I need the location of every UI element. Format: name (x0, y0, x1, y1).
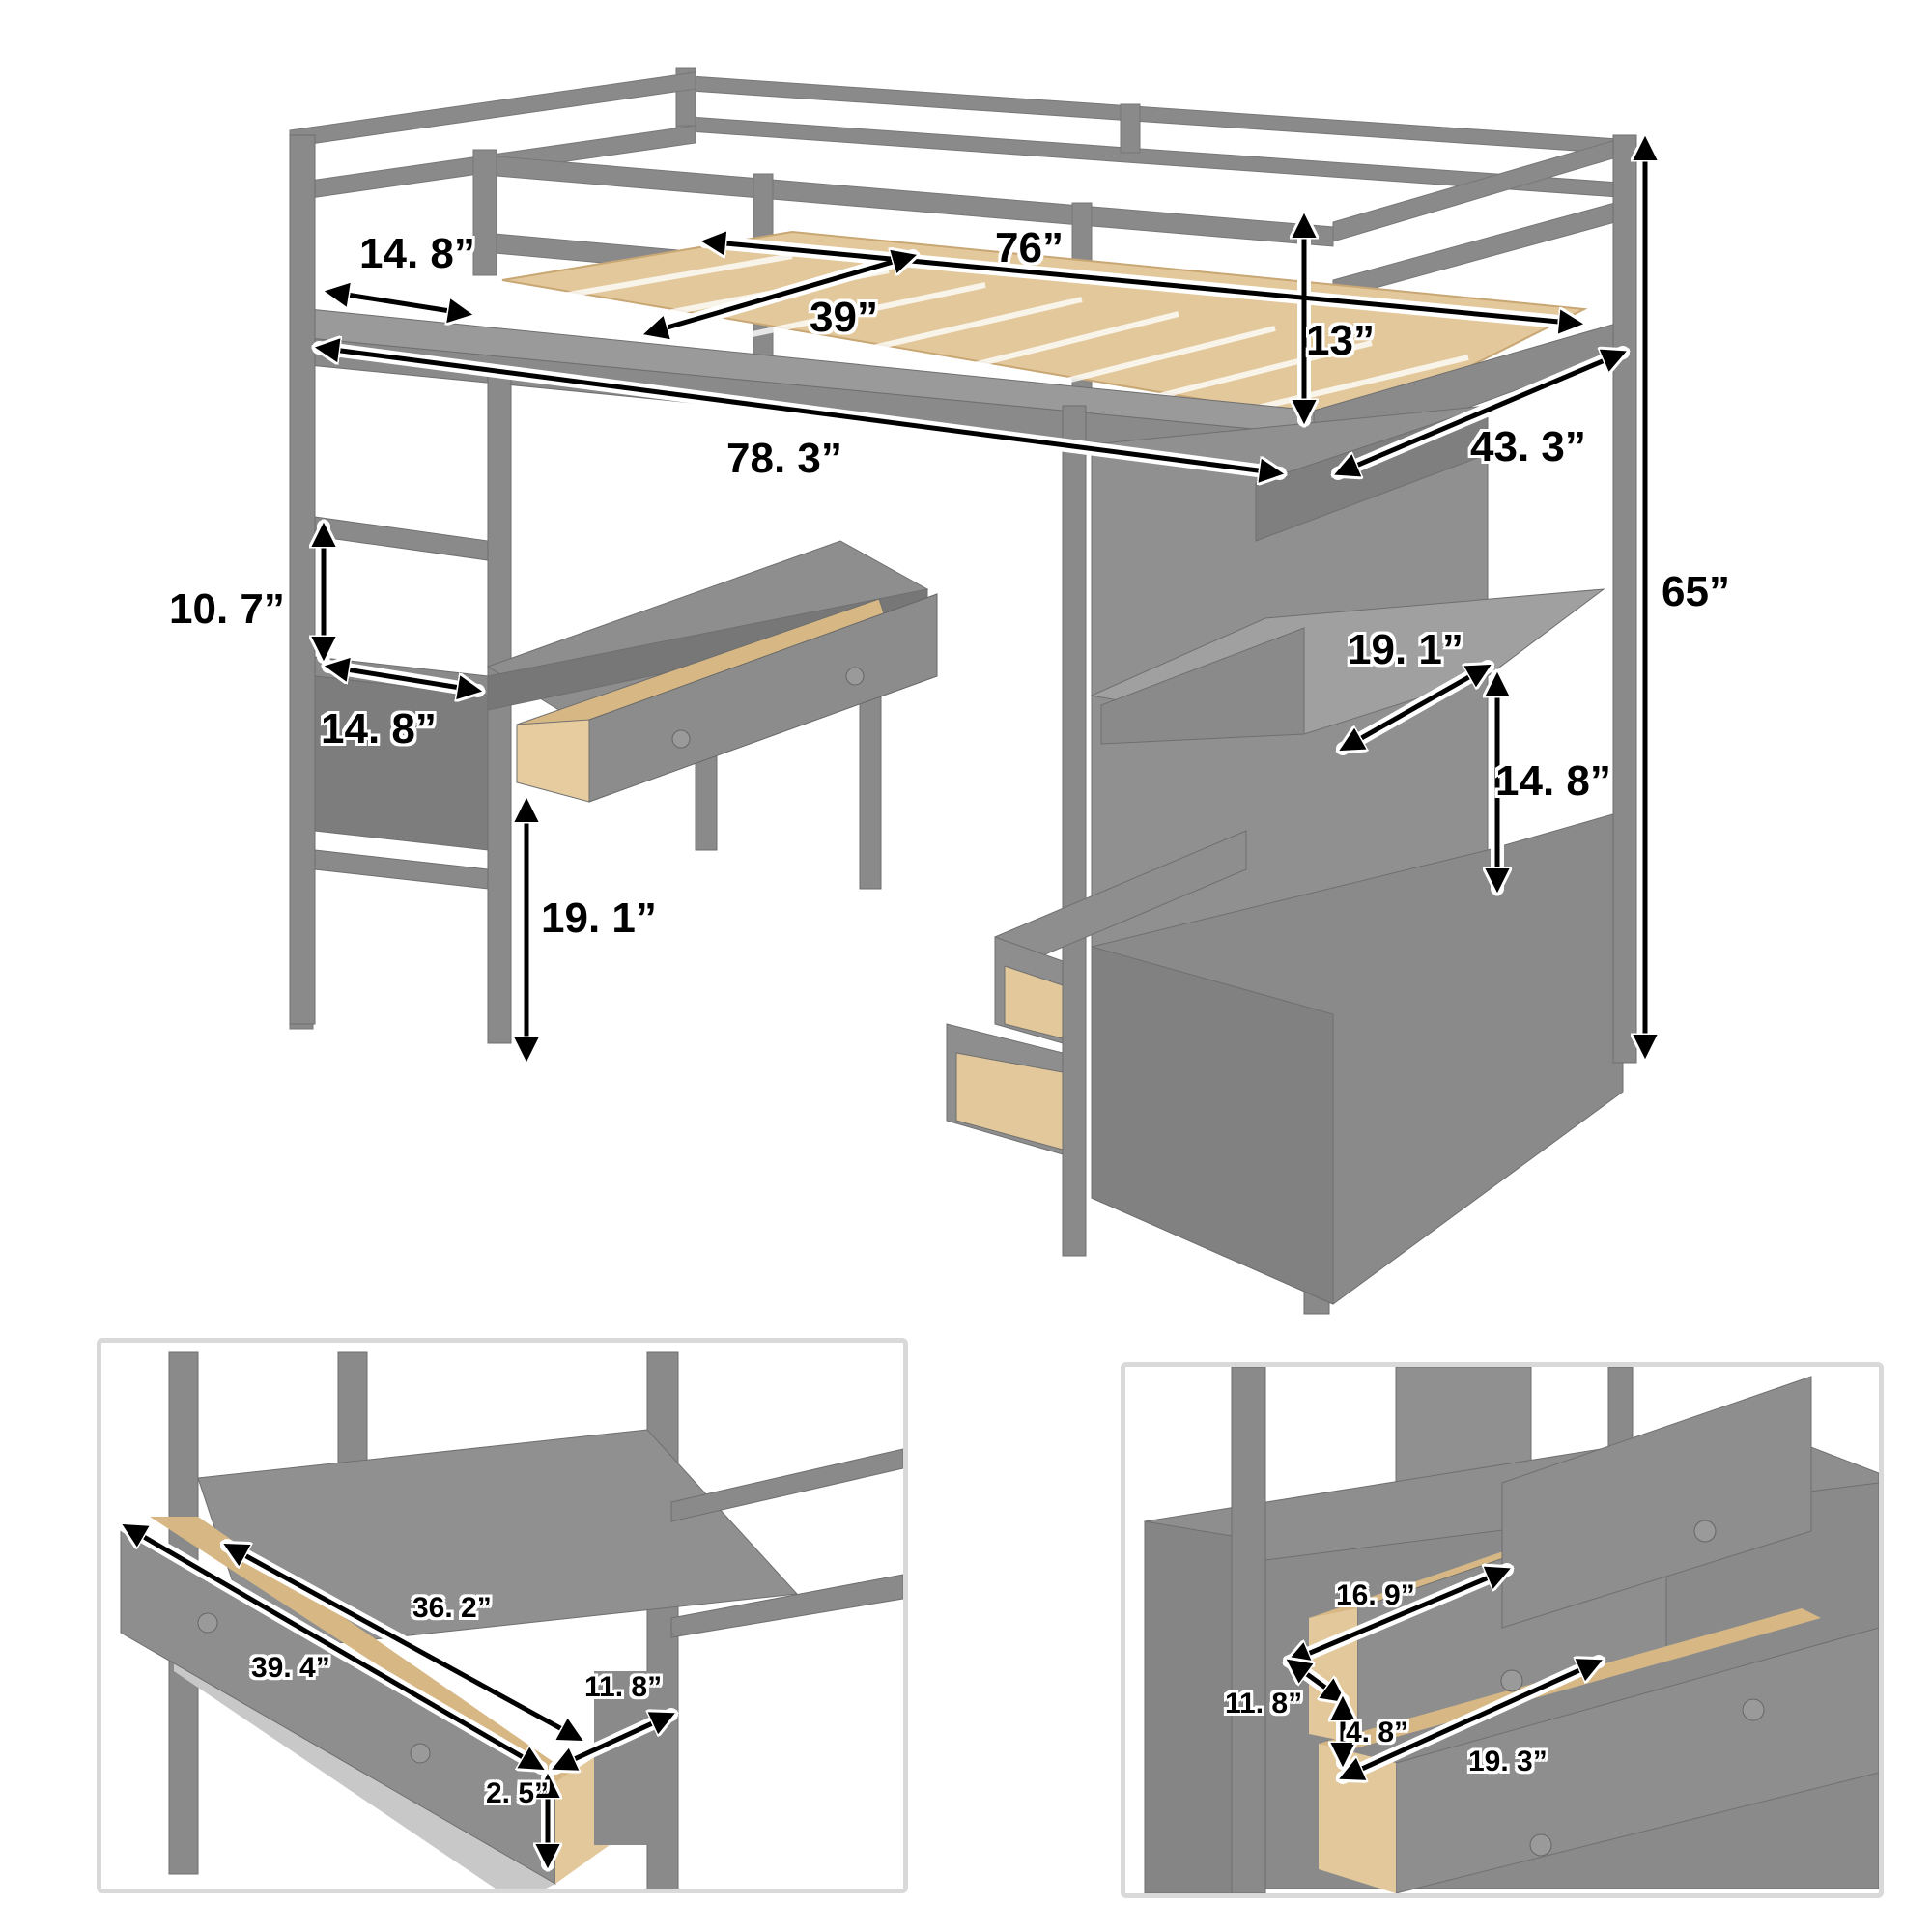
dimension-label-drawer-height: 2. 5” (486, 1777, 550, 1809)
inset-storage-drawers-detail: 16. 9” 11. 8” 4. 8” 19. 3” (1121, 1362, 1884, 1898)
dimension-label-drawer-inner-length: 36. 2” (412, 1592, 492, 1624)
dimension-label-drawer-depth: 11. 8” (584, 1671, 663, 1703)
dimension-label-shelf-height: 14. 8” (1495, 757, 1611, 805)
dimension-label-ladder-step-spacing: 10. 7” (169, 585, 285, 633)
dimension-label-drawer-outer-length: 39. 4” (251, 1652, 330, 1684)
dimension-label-shelf-depth: 19. 1” (1348, 626, 1463, 673)
dimension-label-slat-width: 39” (810, 294, 878, 341)
dimension-label-top-left-depth: 14. 8” (359, 230, 475, 277)
dimension-label-slat-length: 76” (995, 224, 1064, 271)
dimension-label-large-drawer-length: 19. 3” (1468, 1746, 1548, 1777)
storage-drawers-illustration (1143, 1367, 1879, 1893)
dimension-label-overall-length: 78. 3” (726, 435, 842, 482)
dimension-label-overall-height: 65” (1662, 568, 1730, 615)
dimension-label-overall-width: 43. 3” (1470, 423, 1586, 470)
desk-drawer-illustration (101, 1351, 903, 1889)
dimension-label-desk-clearance: 19. 1” (541, 895, 657, 942)
loft-bed-illustration (289, 67, 1932, 1315)
inset-desk-drawer-detail: 36. 2” 39. 4” 11. 8” 2. 5” (97, 1338, 908, 1893)
dimension-label-small-drawer-depth: 11. 8” (1225, 1688, 1303, 1719)
main-bed-view: 14. 8” 76” 39” 13” 78. 3” 43. 3” 65” 10.… (169, 67, 1932, 1315)
dimension-label-small-drawer-length: 16. 9” (1336, 1579, 1415, 1611)
dimension-label-ladder-width: 14. 8” (321, 705, 437, 753)
dimension-label-guardrail-height: 13” (1306, 317, 1375, 364)
dimension-label-small-drawer-height: 4. 8” (1346, 1717, 1409, 1748)
